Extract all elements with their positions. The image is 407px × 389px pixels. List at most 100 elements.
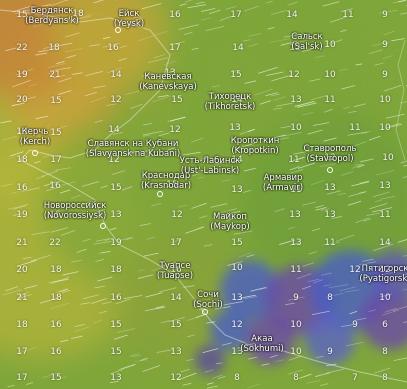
wind-streak <box>90 96 106 103</box>
city-label[interactable]: Бердянск(Berdyans'k) <box>25 6 79 26</box>
city-label[interactable]: Славянск на Кубани(Slavyansk na Kubani) <box>85 139 181 159</box>
wind-streak <box>31 231 50 235</box>
wind-value: 13 <box>170 347 182 357</box>
wind-streak <box>273 96 286 101</box>
wind-streak <box>399 101 407 104</box>
wind-streak <box>380 196 396 200</box>
wind-streak <box>195 1 205 5</box>
city-label[interactable]: Армавир(Armavir) <box>263 173 303 193</box>
wind-value: 19 <box>16 127 28 137</box>
wind-streak <box>248 356 258 360</box>
city-marker-icon[interactable] <box>32 150 38 156</box>
wind-streak <box>143 252 159 257</box>
wind-streak <box>283 33 304 38</box>
wind-streak <box>71 335 83 339</box>
wind-streak <box>371 207 393 213</box>
city-label[interactable]: Пятигорск(Pyatigorsk) <box>359 264 407 284</box>
wind-value: 16 <box>170 265 182 275</box>
wind-value: 8 <box>293 373 299 383</box>
wind-streak <box>144 306 164 312</box>
wind-streak <box>258 287 268 290</box>
wind-streak <box>158 287 177 293</box>
wind-value: 15 <box>110 347 122 357</box>
wind-streak <box>287 1 298 6</box>
wind-streak <box>198 306 212 310</box>
wind-streak <box>13 203 29 210</box>
city-name: Акаа <box>251 334 273 344</box>
wind-streak <box>315 355 324 359</box>
wind-streak <box>0 183 13 187</box>
wind-streak <box>36 15 49 19</box>
city-label[interactable]: Акаа(Sokhumi) <box>240 334 284 354</box>
wind-streak <box>170 116 186 122</box>
wind-streak <box>81 181 99 187</box>
wind-value: 13 <box>164 68 176 78</box>
city-label[interactable]: Сочи(Sochi) <box>193 290 223 310</box>
wind-streak <box>111 170 126 175</box>
wind-streak <box>106 103 117 106</box>
wind-streak <box>308 251 317 255</box>
wind-streak <box>270 93 281 97</box>
city-label[interactable]: Кропоткин(Kropotkin) <box>231 136 280 156</box>
wind-streak <box>132 354 141 358</box>
wind-value: 12 <box>289 43 301 53</box>
city-label[interactable]: Туапсе(Tuapse) <box>157 261 193 281</box>
wind-streak <box>272 134 286 139</box>
city-marker-icon[interactable] <box>327 167 333 173</box>
wind-streak <box>142 134 151 137</box>
wind-value: 13 <box>229 123 241 133</box>
city-name: Туапсе <box>159 261 191 271</box>
wind-streak <box>243 167 256 172</box>
city-label[interactable]: Ставрополь(Stavropol) <box>304 144 357 164</box>
wind-value: 21 <box>16 293 28 303</box>
wind-streak <box>315 207 327 211</box>
city-label[interactable]: Новороссийск(Novorossiysk) <box>44 201 107 221</box>
wind-streak <box>279 239 295 245</box>
wind-streak <box>307 278 320 283</box>
wind-streak <box>100 251 111 254</box>
wind-value: 14 <box>108 125 120 135</box>
wind-streak <box>286 169 304 175</box>
city-label[interactable]: Краснодар(Krasnodar) <box>141 171 191 191</box>
wind-streak <box>402 255 407 257</box>
wind-streak <box>378 9 398 14</box>
wind-streak <box>266 71 284 76</box>
wind-streak <box>325 368 345 374</box>
wind-streak <box>322 1 340 7</box>
wind-streak <box>158 132 170 137</box>
city-marker-icon[interactable] <box>115 27 121 33</box>
wind-streak <box>125 23 133 27</box>
wind-streak <box>369 203 388 210</box>
city-marker-icon[interactable] <box>202 309 208 315</box>
wind-value: 11 <box>288 155 300 165</box>
wind-streak <box>85 71 103 76</box>
wind-streak <box>102 36 111 39</box>
wind-value: 12 <box>171 210 183 220</box>
city-label[interactable]: Усть-Лабинск(Ust'-Labinsk) <box>180 156 241 176</box>
city-latin-name: (Slavyansk na Kubani) <box>85 148 181 159</box>
wind-streak <box>270 9 288 15</box>
city-label[interactable]: Каневская(Kanevskaya) <box>139 72 197 92</box>
city-label[interactable]: Ейск(Yeysk) <box>114 9 144 29</box>
wind-streak <box>142 365 161 372</box>
wind-value: 10 <box>290 123 302 133</box>
city-marker-icon[interactable] <box>157 191 163 197</box>
wind-streak <box>323 284 331 287</box>
city-label[interactable]: Майкоп(Maykop) <box>210 212 249 232</box>
city-label[interactable]: Керчь(Kerch) <box>20 127 50 147</box>
wind-streak <box>76 248 87 253</box>
wind-streak <box>67 54 77 59</box>
wind-streak <box>128 150 137 155</box>
wind-streak <box>302 262 315 267</box>
wind-streak <box>322 241 341 246</box>
wind-streak <box>210 203 228 208</box>
wind-value: 16 <box>50 320 62 330</box>
city-label[interactable]: Тихорецк(Tikhoretsk) <box>205 92 256 112</box>
city-name: Армавир <box>263 173 303 183</box>
city-label[interactable]: Сальск(Sal'sk) <box>291 32 322 52</box>
city-marker-icon[interactable] <box>100 223 106 229</box>
wind-value: 13 <box>231 185 243 195</box>
wind-streak <box>73 326 90 333</box>
wind-streak <box>315 204 324 209</box>
